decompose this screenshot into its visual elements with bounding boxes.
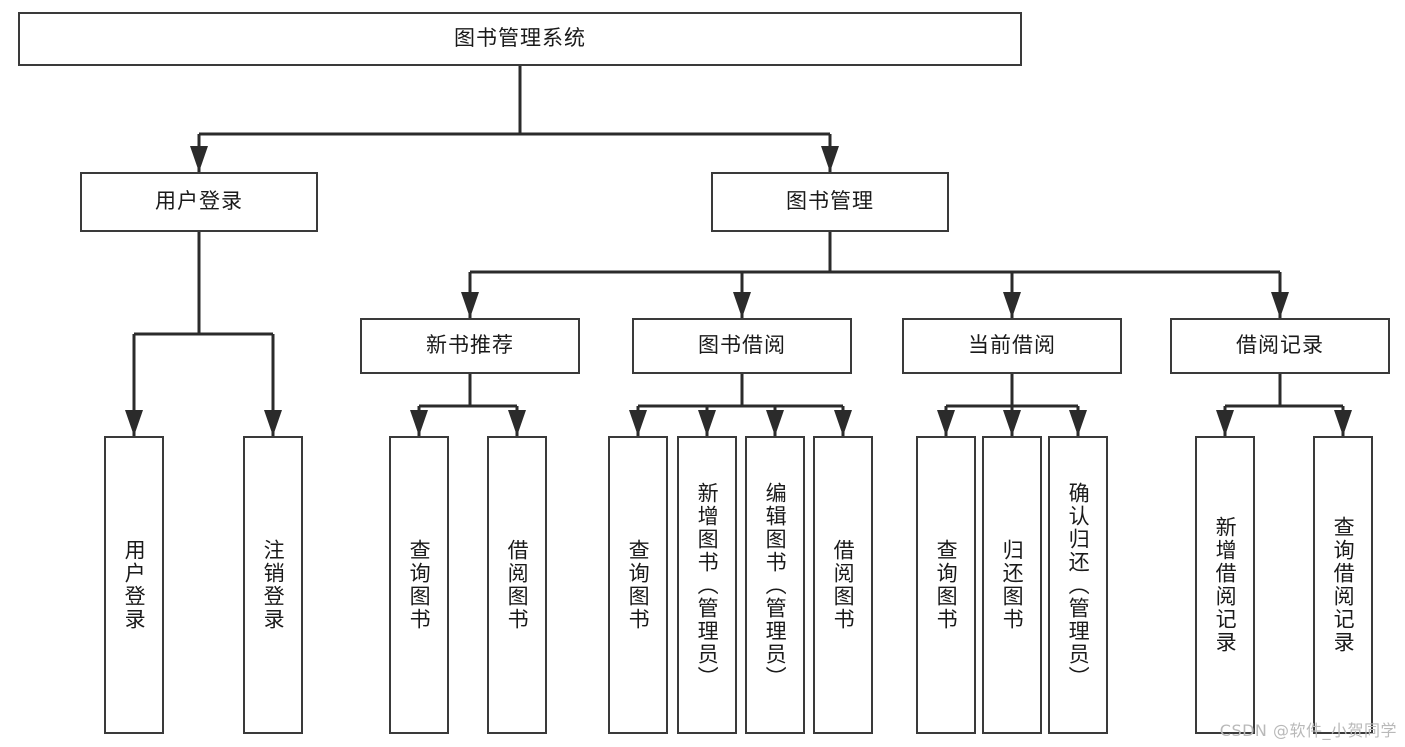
arrowhead-borrow-record (1271, 292, 1289, 318)
node-label: 查询图书 (626, 539, 651, 631)
node-leaf-user-login[interactable]: 用户登录 (104, 436, 164, 734)
node-borrow-record[interactable]: 借阅记录 (1170, 318, 1390, 374)
arrowhead-book-manage (821, 146, 839, 172)
node-label: 借阅记录 (1236, 333, 1324, 358)
node-leaf-query-book-2[interactable]: 查询图书 (608, 436, 668, 734)
node-label: 用户登录 (155, 189, 243, 214)
arrowhead-leaf-user-login (125, 410, 143, 436)
arrowhead-new-book-rec (461, 292, 479, 318)
arrowhead-leaf-borrow-book-1 (508, 410, 526, 436)
node-leaf-logout-login[interactable]: 注销登录 (243, 436, 303, 734)
node-label: 新增借阅记录 (1213, 516, 1238, 654)
node-leaf-query-book-3[interactable]: 查询图书 (916, 436, 976, 734)
node-label: 用户登录 (122, 539, 147, 631)
arrowhead-leaf-confirm-return (1069, 410, 1087, 436)
node-label: 查询借阅记录 (1331, 516, 1356, 654)
node-label: 归还图书 (1000, 539, 1025, 631)
arrowhead-leaf-edit-book (766, 410, 784, 436)
node-leaf-confirm-return[interactable]: 确认归还（管理员） (1048, 436, 1108, 734)
node-leaf-borrow-book-1[interactable]: 借阅图书 (487, 436, 547, 734)
node-current-borrow[interactable]: 当前借阅 (902, 318, 1122, 374)
node-book-manage[interactable]: 图书管理 (711, 172, 949, 232)
node-label: 图书管理 (786, 189, 874, 214)
arrowhead-leaf-add-record (1216, 410, 1234, 436)
arrowhead-leaf-logout-login (264, 410, 282, 436)
node-leaf-add-book[interactable]: 新增图书（管理员） (677, 436, 737, 734)
arrowhead-leaf-query-book-1 (410, 410, 428, 436)
arrowhead-leaf-query-book-3 (937, 410, 955, 436)
node-label: 图书借阅 (698, 333, 786, 358)
node-label: 借阅图书 (831, 539, 856, 631)
node-leaf-add-record[interactable]: 新增借阅记录 (1195, 436, 1255, 734)
node-user-login[interactable]: 用户登录 (80, 172, 318, 232)
node-leaf-borrow-book-2[interactable]: 借阅图书 (813, 436, 873, 734)
node-label: 新增图书（管理员） (695, 481, 720, 689)
arrowhead-leaf-add-book (698, 410, 716, 436)
arrowhead-current-borrow (1003, 292, 1021, 318)
node-label: 查询图书 (407, 539, 432, 631)
node-leaf-query-record[interactable]: 查询借阅记录 (1313, 436, 1373, 734)
node-leaf-return-book[interactable]: 归还图书 (982, 436, 1042, 734)
node-label: 注销登录 (261, 539, 286, 631)
node-label: 当前借阅 (968, 333, 1056, 358)
arrowhead-leaf-query-record (1334, 410, 1352, 436)
node-label: 图书管理系统 (454, 26, 586, 51)
node-label: 新书推荐 (426, 333, 514, 358)
node-new-book-rec[interactable]: 新书推荐 (360, 318, 580, 374)
node-label: 确认归还（管理员） (1066, 481, 1091, 689)
node-label: 借阅图书 (505, 539, 530, 631)
arrowhead-book-borrow (733, 292, 751, 318)
arrowhead-leaf-query-book-2 (629, 410, 647, 436)
node-leaf-edit-book[interactable]: 编辑图书（管理员） (745, 436, 805, 734)
node-label: 编辑图书（管理员） (763, 481, 788, 689)
arrowhead-leaf-borrow-book-2 (834, 410, 852, 436)
arrowhead-leaf-return-book (1003, 410, 1021, 436)
node-label: 查询图书 (934, 539, 959, 631)
node-book-borrow[interactable]: 图书借阅 (632, 318, 852, 374)
node-leaf-query-book-1[interactable]: 查询图书 (389, 436, 449, 734)
node-root[interactable]: 图书管理系统 (18, 12, 1022, 66)
arrowhead-user-login (190, 146, 208, 172)
